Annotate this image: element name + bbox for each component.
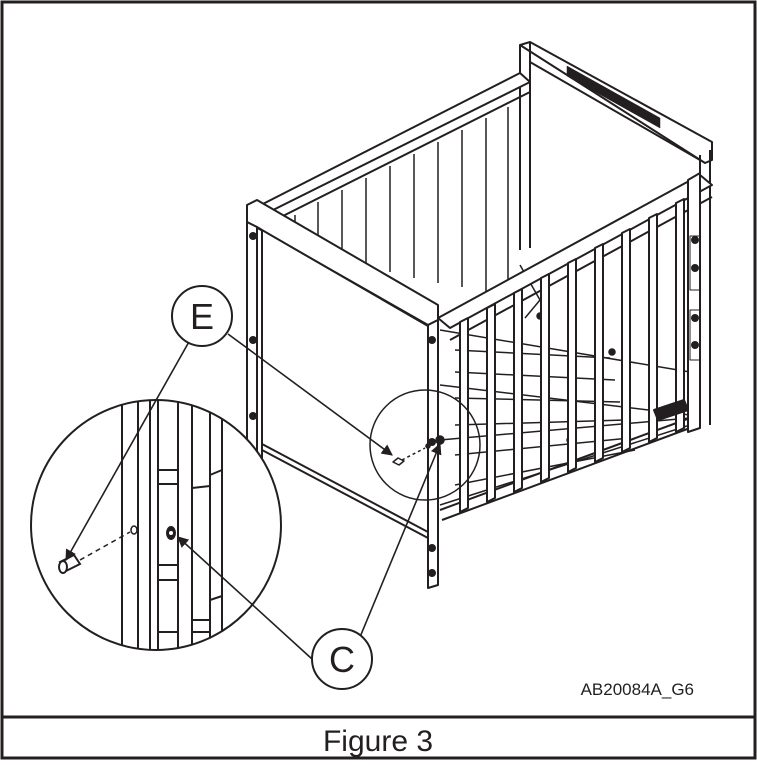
- front-side-rail: [437, 174, 713, 521]
- bolt-location: [392, 435, 445, 466]
- magnify-circle: [369, 389, 481, 501]
- front-right-post: [653, 172, 701, 433]
- figure-code: AB20084A_G6: [581, 680, 694, 699]
- back-slats: [294, 107, 509, 295]
- leader-c-detail: [177, 536, 313, 660]
- front-end-panel: [246, 199, 439, 589]
- callout-c-label: C: [329, 639, 355, 680]
- figure-caption: Figure 3: [323, 725, 433, 758]
- back-side-rail: [254, 72, 531, 226]
- leader-c-crib: [359, 442, 442, 638]
- leader-e-detail: [65, 339, 191, 561]
- front-slats: [459, 198, 685, 513]
- magnified-detail-icon: [30, 399, 282, 651]
- back-end-panel: [519, 41, 713, 425]
- leader-e-crib: [227, 333, 393, 456]
- crib-assembly-icon: [246, 41, 713, 589]
- callout-e: E: [171, 285, 233, 347]
- callout-e-label: E: [190, 296, 214, 337]
- callout-c: C: [311, 628, 373, 690]
- callout-leaders: [65, 333, 442, 660]
